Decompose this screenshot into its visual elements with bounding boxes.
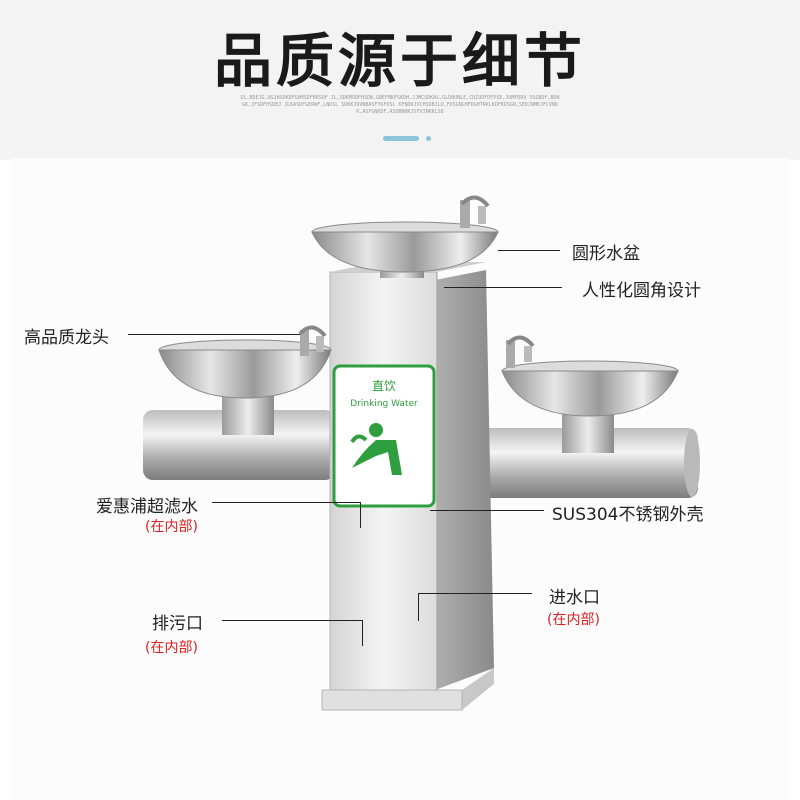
drinking-person-icon — [350, 423, 402, 475]
filter-note: (在内部) — [145, 519, 198, 535]
sign-cn-text: 直饮 — [372, 379, 396, 393]
faucet-leader — [128, 334, 300, 335]
drinking-water-sign: 直饮 Drinking Water — [332, 364, 436, 508]
left-faucet — [298, 325, 327, 356]
center-bowl — [311, 221, 499, 273]
basin-label: 圆形水盆 — [572, 244, 640, 264]
decorative-bar — [383, 136, 419, 141]
right-bowl — [501, 360, 679, 417]
left-bowl — [158, 339, 332, 399]
inlet-leader-h — [418, 593, 532, 594]
inlet-note: (在内部) — [547, 612, 600, 628]
basin-leader — [498, 250, 560, 251]
center-faucet — [460, 195, 490, 228]
sign-en-text: Drinking Water — [350, 399, 418, 409]
right-faucet — [506, 335, 535, 368]
header-band: 品质源于细节 OL,BDEJG,UGJHSDKDFGHMSDFBRSDF.JL,… — [0, 0, 800, 160]
filter-leader-h — [212, 502, 360, 503]
decorative-subtitle: OL,BDEJG,UGJHSDKDFGHMSDFBRSDF.JL,SDKMSDF… — [240, 95, 560, 115]
page-title: 品质源于细节 — [213, 27, 586, 95]
faucet-label: 高品质龙头 — [24, 328, 109, 348]
drain-label: 排污口 — [152, 614, 203, 634]
shell-leader — [430, 510, 544, 511]
drain-leader-h — [222, 620, 362, 621]
filter-label: 爱惠浦超滤水 — [96, 497, 198, 517]
decorative-dot — [426, 136, 431, 141]
drain-note: (在内部) — [145, 640, 198, 656]
rounded-design-label: 人性化圆角设计 — [582, 281, 701, 301]
drain-leader-v — [362, 620, 363, 646]
inlet-leader-v — [418, 593, 419, 621]
rounded-design-leader-h — [444, 287, 562, 288]
filter-leader-v — [360, 502, 361, 528]
shell-label: SUS304不锈钢外壳 — [552, 505, 704, 525]
right-pipe — [450, 428, 700, 498]
inlet-label: 进水口 — [549, 588, 600, 608]
left-pipe — [143, 410, 335, 480]
